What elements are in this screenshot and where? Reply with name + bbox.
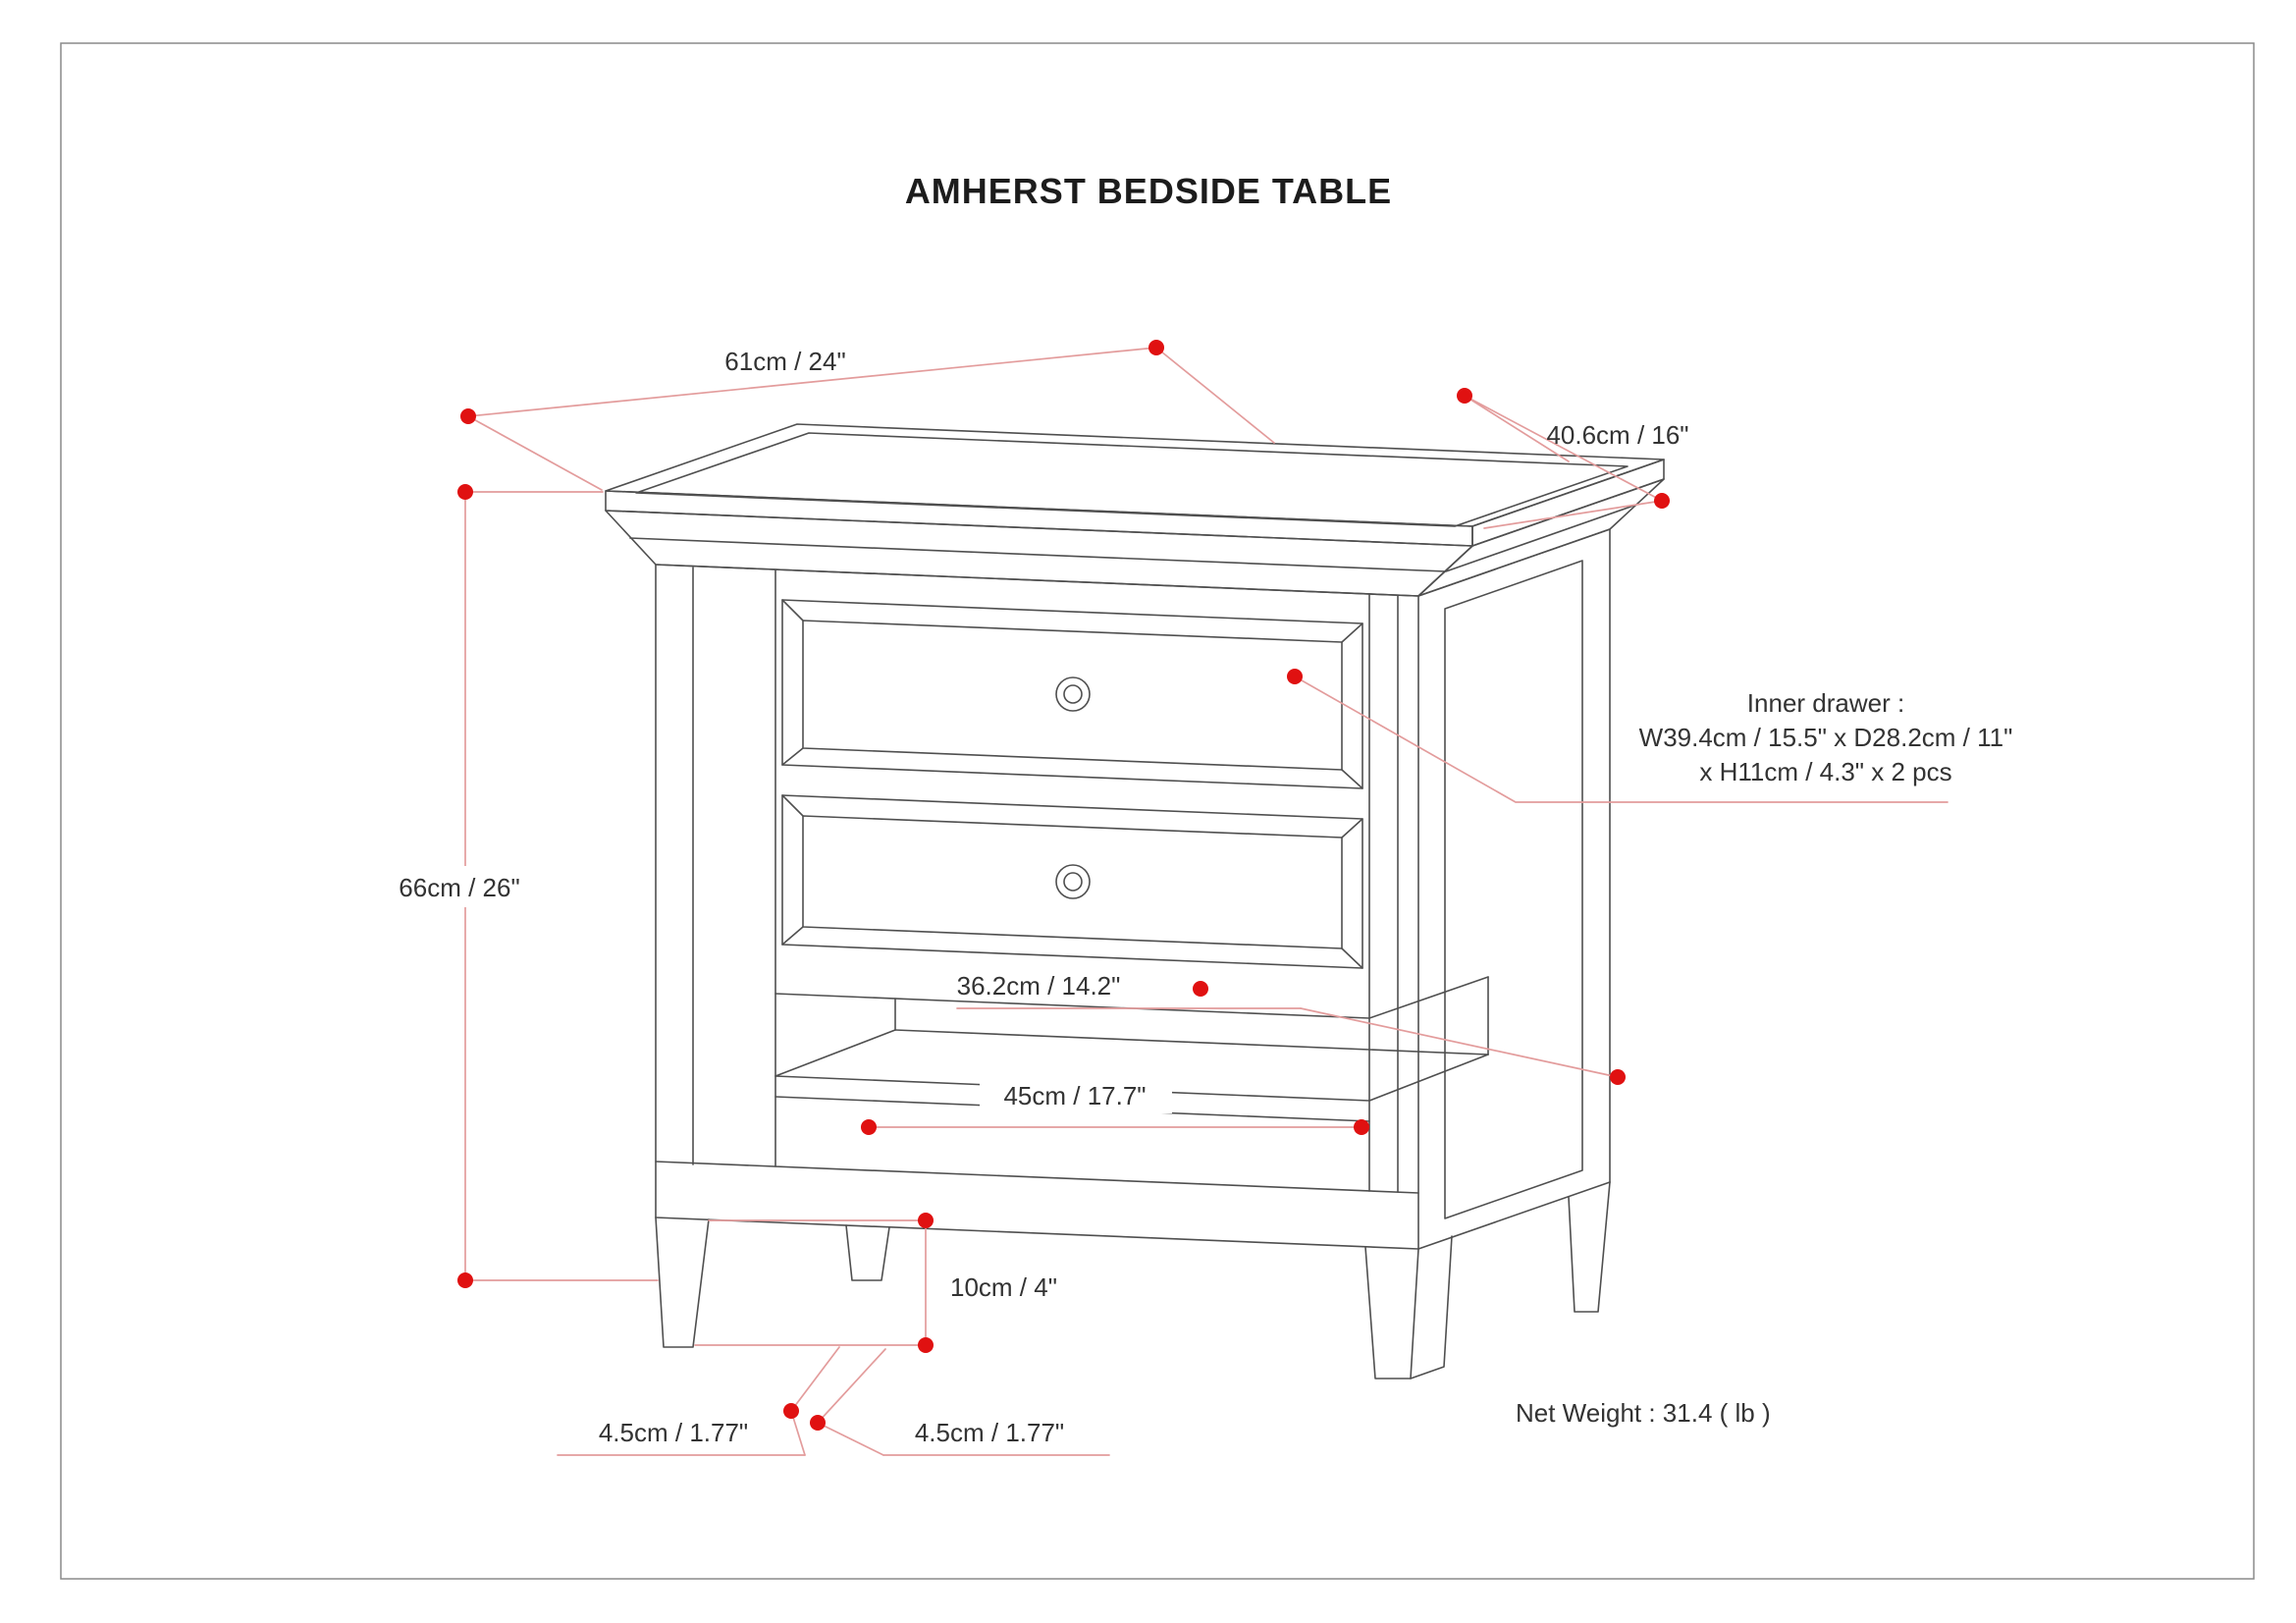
dim-leg-foot-width-label: 4.5cm / 1.77" <box>599 1418 748 1447</box>
legs <box>655 1181 1611 1380</box>
page-title: AMHERST BEDSIDE TABLE <box>905 171 1392 211</box>
tabletop <box>605 423 1665 597</box>
inner-drawer-note-line1: Inner drawer : <box>1747 688 1904 718</box>
front-left-leg <box>655 1217 710 1348</box>
inner-drawer-note-line3: x H11cm / 4.3" x 2 pcs <box>1699 757 1951 786</box>
dim-leg-foot-width: 4.5cm / 1.77" <box>557 1346 840 1456</box>
back-left-leg <box>845 1224 890 1281</box>
front-right-leg-side <box>1410 1235 1453 1380</box>
dim-shelf-opening-label: 36.2cm / 14.2" <box>957 971 1121 1001</box>
dim-depth: 40.6cm / 16" <box>1457 388 1689 529</box>
dim-shelf-width: 45cm / 17.7" <box>861 1076 1369 1135</box>
inner-drawer-note-line2: W39.4cm / 15.5" x D28.2cm / 11" <box>1639 723 2013 752</box>
cabinet-body <box>655 528 1611 1250</box>
dim-height: 66cm / 26" <box>383 484 659 1288</box>
dim-width-label: 61cm / 24" <box>724 347 845 376</box>
back-right-leg <box>1568 1181 1611 1313</box>
dim-leg-height-label: 10cm / 4" <box>950 1272 1057 1302</box>
front-right-leg <box>1364 1246 1419 1380</box>
drawer-2-knob <box>1055 864 1091 899</box>
dim-depth-label: 40.6cm / 16" <box>1546 420 1688 450</box>
drawer-1 <box>781 599 1363 789</box>
dim-inner-drawer: Inner drawer : W39.4cm / 15.5" x D28.2cm… <box>1287 669 2013 803</box>
dimensions: 61cm / 24" 40.6cm / 16" 66cm / 26" Inner… <box>383 340 2013 1456</box>
drawer-2 <box>781 794 1363 969</box>
dim-shelf-opening: 36.2cm / 14.2" <box>956 971 1626 1085</box>
dim-leg-height: 10cm / 4" <box>694 1213 1057 1353</box>
dim-shelf-width-label: 45cm / 17.7" <box>1003 1081 1146 1110</box>
net-weight-label: Net Weight : 31.4 ( lb ) <box>1516 1398 1771 1428</box>
dim-width: 61cm / 24" <box>460 340 1275 491</box>
page-border <box>60 42 2255 1580</box>
dim-leg-foot-depth: 4.5cm / 1.77" <box>810 1348 1110 1456</box>
table-drawing <box>605 423 1665 1380</box>
drawer-1-knob <box>1055 676 1091 712</box>
dim-leg-foot-depth-label: 4.5cm / 1.77" <box>915 1418 1064 1447</box>
dim-height-label: 66cm / 26" <box>399 873 519 902</box>
